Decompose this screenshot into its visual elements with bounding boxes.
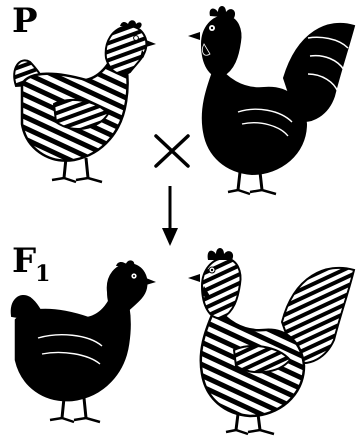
barred-rooster-icon <box>186 244 358 434</box>
black-hen-icon <box>8 262 158 430</box>
barred-hen-icon <box>8 18 160 190</box>
cross-symbol <box>152 132 192 170</box>
down-arrow <box>160 184 180 248</box>
black-rooster-icon <box>188 8 358 194</box>
